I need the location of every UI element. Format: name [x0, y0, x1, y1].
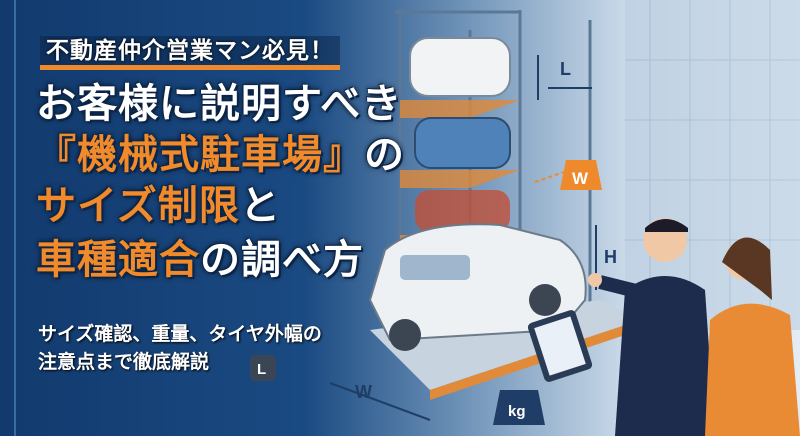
title-line-3-highlight: サイズ制限: [36, 183, 240, 229]
title-line-4-rest: の調べ方: [200, 237, 364, 283]
frame-line: [14, 0, 16, 436]
width-label: W: [355, 382, 372, 402]
title-line-2-rest: の: [364, 132, 405, 178]
title-line-1: お客様に説明すべき: [36, 81, 403, 127]
title-line-4: 車種適合の調べ方: [36, 236, 364, 284]
length-label: L: [560, 59, 571, 79]
building: [625, 0, 800, 330]
title-line-3: サイズ制限と: [36, 182, 281, 230]
title-line-2: 『機械式駐車場』の: [36, 131, 405, 179]
length-small-label: L: [257, 361, 266, 378]
height-label: H: [604, 247, 617, 267]
salesman: [527, 218, 715, 436]
subtitle-line-2: 注意点まで徹底解説: [38, 351, 210, 373]
title-line-2-highlight: 『機械式駐車場』: [36, 132, 364, 178]
cars: [368, 37, 587, 351]
subtitle-line-1: サイズ確認、重量、タイヤ外幅の: [38, 323, 322, 345]
customer: [705, 237, 800, 436]
weight-tag-icon: [560, 160, 602, 190]
weight-tag-label: W: [572, 169, 589, 188]
kg-weight-icon: [493, 390, 545, 425]
audience-badge: 不動産仲介営業マン必見！: [40, 36, 340, 70]
title-line-3-rest: と: [239, 183, 281, 229]
weight-label: kg: [508, 403, 526, 420]
title-line-4-highlight: 車種適合: [36, 237, 200, 283]
